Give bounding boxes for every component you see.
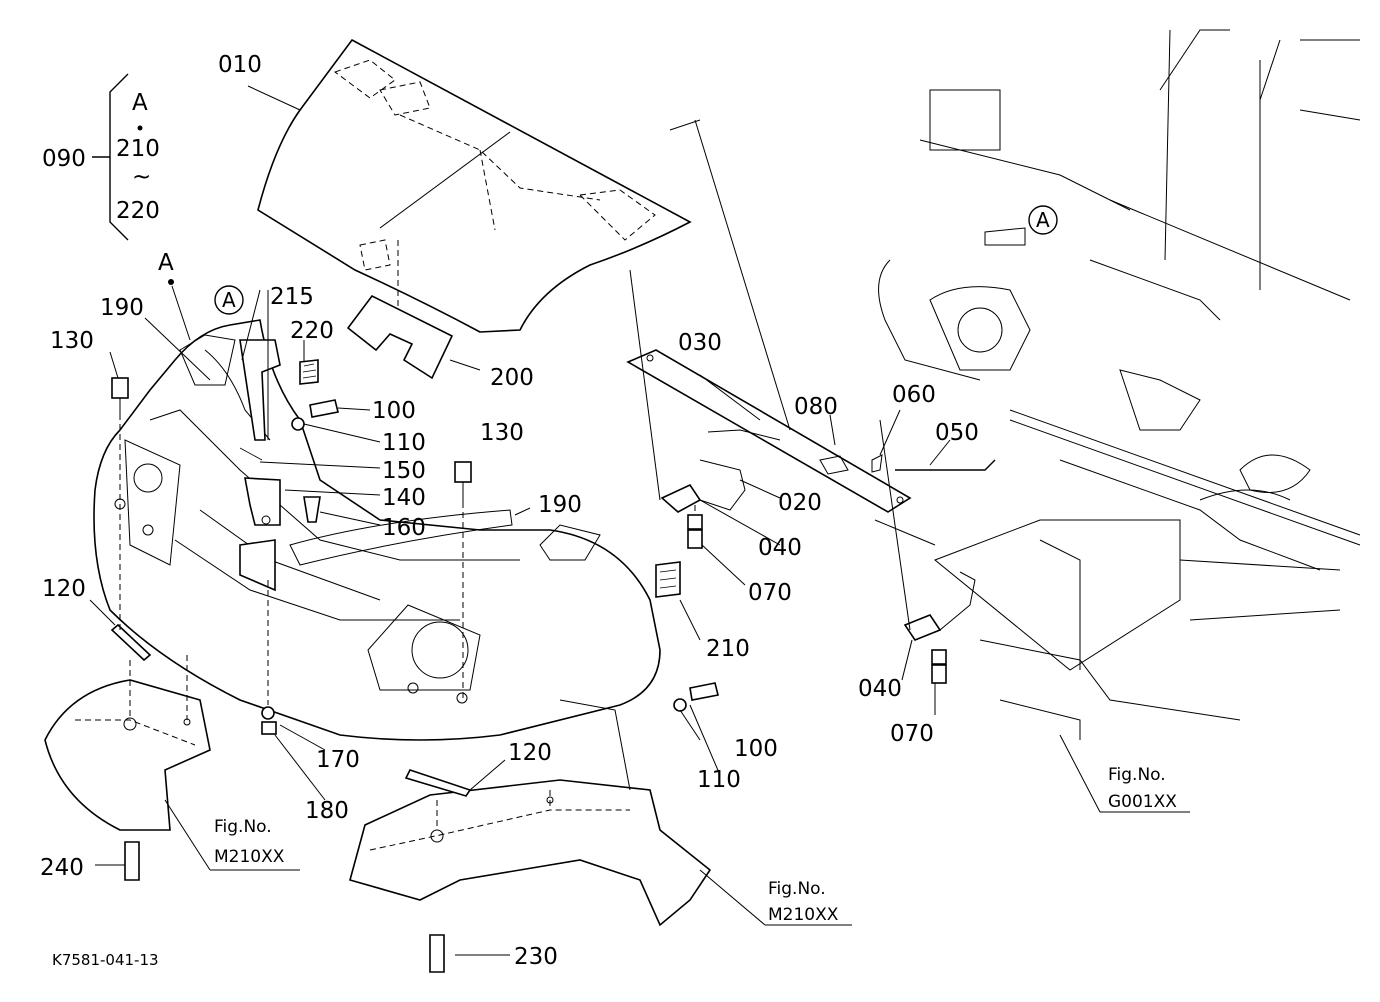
figure-references: Fig.No. M210XX Fig.No. M210XX Fig.No. G0… bbox=[214, 765, 1177, 925]
assembly-dashlines bbox=[119, 414, 696, 830]
label-190-left: 190 bbox=[100, 295, 144, 321]
label-210: 210 bbox=[706, 636, 750, 662]
label-110-upper: 110 bbox=[382, 430, 426, 456]
bracket-215 bbox=[239, 339, 319, 441]
label-170: 170 bbox=[316, 747, 360, 773]
label-130-center: 130 bbox=[480, 420, 524, 446]
fig-ref-3-line1: Fig.No. bbox=[1108, 765, 1166, 785]
label-kit-a: A bbox=[132, 90, 148, 116]
label-a-ref: A bbox=[158, 250, 174, 276]
label-130-left: 130 bbox=[50, 328, 94, 354]
drawing-number: K7581-041-13 bbox=[52, 951, 159, 969]
rod-050 bbox=[871, 454, 996, 473]
label-kit-220: 220 bbox=[116, 198, 160, 224]
label-230: 230 bbox=[514, 944, 558, 970]
label-circle-a1: A bbox=[222, 288, 236, 312]
fig-ref-3-line2: G001XX bbox=[1108, 792, 1177, 812]
tractor-frame bbox=[878, 29, 1361, 740]
label-030: 030 bbox=[678, 330, 722, 356]
label-060: 060 bbox=[892, 382, 936, 408]
pad-200 bbox=[346, 294, 454, 380]
label-100-lower: 100 bbox=[734, 736, 778, 762]
label-070-right: 070 bbox=[890, 721, 934, 747]
label-100-upper: 100 bbox=[372, 398, 416, 424]
lower-duct-left bbox=[44, 679, 211, 831]
label-010: 010 bbox=[218, 52, 262, 78]
label-050: 050 bbox=[935, 420, 979, 446]
fig-ref-2-line1: Fig.No. bbox=[768, 879, 826, 899]
label-220: 220 bbox=[290, 318, 334, 344]
kit-bracket-090 bbox=[92, 73, 143, 241]
fig-ref-1-line1: Fig.No. bbox=[214, 817, 272, 837]
bracket-040-right bbox=[903, 571, 976, 641]
label-040-left: 040 bbox=[758, 535, 802, 561]
label-070-left: 070 bbox=[748, 580, 792, 606]
circle-marker-a1 bbox=[214, 285, 244, 315]
label-160: 160 bbox=[382, 515, 426, 541]
front-grille bbox=[93, 319, 661, 741]
fig-ref-1-line2: M210XX bbox=[214, 847, 285, 867]
label-150: 150 bbox=[382, 458, 426, 484]
hood-panel bbox=[257, 38, 692, 333]
label-090: 090 bbox=[42, 146, 86, 172]
label-200: 200 bbox=[490, 365, 534, 391]
label-040-right: 040 bbox=[858, 676, 902, 702]
label-kit-tilde: ~ bbox=[132, 164, 151, 190]
label-215: 215 bbox=[270, 284, 314, 310]
label-kit-210: 210 bbox=[116, 136, 160, 162]
circle-marker-a2 bbox=[984, 205, 1058, 246]
label-240: 240 bbox=[40, 855, 84, 881]
part-labels: 010 090 A 210 ~ 220 A 190 130 A 215 220 … bbox=[40, 52, 1050, 970]
bracket-040-left bbox=[660, 429, 781, 513]
label-080: 080 bbox=[794, 394, 838, 420]
label-180: 180 bbox=[305, 798, 349, 824]
fasteners bbox=[110, 377, 947, 973]
bracket-140 bbox=[239, 477, 281, 592]
label-120-center: 120 bbox=[508, 740, 552, 766]
label-120-left: 120 bbox=[42, 576, 86, 602]
label-140: 140 bbox=[382, 485, 426, 511]
label-190-center: 190 bbox=[538, 492, 582, 518]
ref-dot-a bbox=[168, 279, 174, 285]
leader-lines bbox=[89, 85, 1190, 956]
fig-ref-2-line2: M210XX bbox=[768, 905, 839, 925]
label-110-lower: 110 bbox=[697, 767, 741, 793]
label-020: 020 bbox=[778, 490, 822, 516]
bar-030 bbox=[626, 349, 912, 513]
label-circle-a2: A bbox=[1036, 208, 1050, 232]
